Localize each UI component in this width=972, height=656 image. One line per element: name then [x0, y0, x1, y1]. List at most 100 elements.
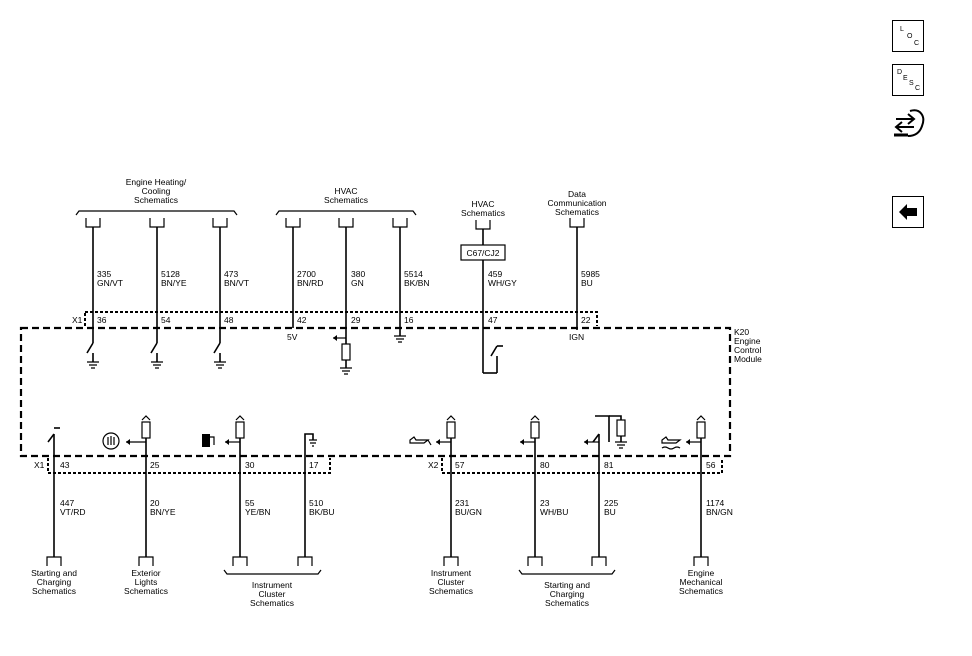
bottom-shell-5 — [443, 556, 459, 566]
ground-icon — [87, 361, 99, 369]
wire-473-circuit: 473 — [224, 269, 238, 279]
top-bracket-2 — [275, 210, 417, 216]
connector-swap-icon — [894, 109, 925, 137]
wiper-pin-30 — [225, 415, 245, 456]
back-button[interactable] — [892, 196, 924, 228]
wire-5514-color: BK/BN — [404, 278, 430, 288]
wire-510-circuit: 510 — [309, 498, 323, 508]
top-group-4-line-3: Schematics — [555, 207, 599, 217]
top-shell-2 — [149, 218, 165, 228]
top-group-4-line-2: Communication — [547, 198, 606, 208]
bottom-group-5-line-2: Charging — [550, 589, 585, 599]
wire-23-color: WH/BU — [540, 507, 568, 517]
pin-54: 54 — [161, 315, 171, 325]
bottom-group-1-line-1: Starting and — [31, 568, 77, 578]
desc-letter-c: C — [915, 85, 921, 92]
switch-pin-54 — [150, 342, 158, 362]
bottom-shell-1 — [46, 556, 62, 566]
wire-5128-color: BN/YE — [161, 278, 187, 288]
top-group-2-line-2: Schematics — [324, 195, 368, 205]
location-button[interactable]: L O C — [892, 20, 924, 52]
top-shell-5 — [338, 218, 354, 228]
pin-42: 42 — [297, 315, 307, 325]
bottom-group-1-line-3: Schematics — [32, 586, 76, 596]
top-shell-8 — [569, 218, 585, 228]
bottom-shell-7 — [591, 556, 607, 566]
loc-letter-c: C — [914, 40, 920, 47]
bottom-connector-x1-label: X1 — [34, 460, 45, 470]
wire-473-color: BN/VT — [224, 278, 249, 288]
internal-5v-label: 5V — [287, 332, 298, 342]
wire-380-circuit: 380 — [351, 269, 365, 279]
wire-20-circuit: 20 — [150, 498, 160, 508]
wire-225-circuit: 225 — [604, 498, 618, 508]
bottom-group-2-line-1: Exterior — [131, 568, 160, 578]
wire-2700-color: BN/RD — [297, 278, 323, 288]
pin-36: 36 — [97, 315, 107, 325]
top-shell-4 — [285, 218, 301, 228]
top-shell-3 — [212, 218, 228, 228]
wire-55-color: YE/BN — [245, 507, 271, 517]
bottom-group-4-line-1: Instrument — [431, 568, 472, 578]
wire-225-color: BU — [604, 507, 616, 517]
bottom-group-5-line-3: Schematics — [545, 598, 589, 608]
top-connector-label: X1 — [72, 315, 83, 325]
bottom-bracket-2 — [518, 569, 616, 575]
bottom-shell-3 — [232, 556, 248, 566]
wiper-pin-25 — [126, 415, 151, 456]
parking-brake-icon — [102, 432, 120, 450]
wire-447-color: VT/RD — [60, 507, 86, 517]
bottom-group-6-line-2: Mechanical — [680, 577, 723, 587]
wire-5128-circuit: 5128 — [161, 269, 180, 279]
bottom-group-3-line-1: Instrument — [252, 580, 293, 590]
wire-1174-color: BN/GN — [706, 507, 733, 517]
ground-icon — [394, 335, 406, 343]
wire-1174-circuit: 1174 — [706, 498, 725, 508]
wire-459-color: WH/GY — [488, 278, 517, 288]
wire-380-color: GN — [351, 278, 364, 288]
wire-510-color: BK/BU — [309, 507, 335, 517]
bottom-bracket-1 — [223, 569, 322, 575]
wire-20-color: BN/YE — [150, 507, 176, 517]
wiper-pin-80 — [520, 415, 540, 456]
switch-pin-36 — [86, 342, 94, 362]
module-label-3: Control — [734, 345, 762, 355]
wire-5985-circuit: 5985 — [581, 269, 600, 279]
ground-icon — [214, 361, 226, 369]
pin-22: 22 — [581, 315, 591, 325]
wire-335-color: GN/VT — [97, 278, 123, 288]
bottom-group-2-line-3: Schematics — [124, 586, 168, 596]
pin-56: 56 — [706, 460, 716, 470]
top-group-2-line-1: HVAC — [335, 186, 358, 196]
top-bracket-1 — [75, 210, 238, 216]
pin-17: 17 — [309, 460, 319, 470]
top-shell-1 — [85, 218, 101, 228]
description-button[interactable]: D E S C — [892, 64, 924, 96]
loc-letter-o: O — [907, 33, 913, 40]
pin-81: 81 — [604, 460, 614, 470]
switch-pin-43 — [47, 427, 60, 456]
resistor-icon — [341, 343, 351, 368]
module-label-4: Module — [734, 354, 762, 364]
back-arrow-icon — [899, 204, 917, 220]
desc-letter-s: S — [909, 80, 914, 87]
bottom-group-6-line-3: Schematics — [679, 586, 723, 596]
ground-icon — [151, 361, 163, 369]
wire-5985-color: BU — [581, 278, 593, 288]
internal-ign-label: IGN — [569, 332, 584, 342]
bottom-group-2-line-2: Lights — [135, 577, 158, 587]
wiper-pin-56 — [686, 415, 706, 456]
bottom-shell-4 — [297, 556, 313, 566]
wire-2700-circuit: 2700 — [297, 269, 316, 279]
module-label-2: Engine — [734, 336, 761, 346]
pin-48: 48 — [224, 315, 234, 325]
loc-letter-l: L — [900, 26, 904, 33]
wire-23-circuit: 23 — [540, 498, 550, 508]
wire-335-circuit: 335 — [97, 269, 111, 279]
connector-view-button[interactable] — [892, 106, 925, 138]
pin-80: 80 — [540, 460, 550, 470]
bottom-group-6-line-1: Engine — [688, 568, 715, 578]
wiper-pin-57 — [436, 415, 456, 456]
top-group-3-line-1: HVAC — [472, 199, 495, 209]
bottom-connector-x2-label: X2 — [428, 460, 439, 470]
